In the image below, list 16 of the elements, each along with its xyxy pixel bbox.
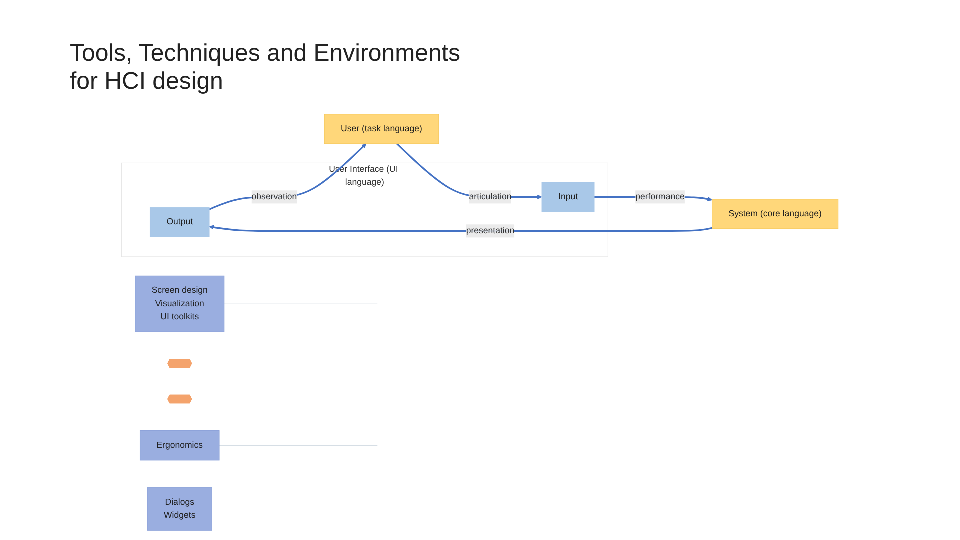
node-box: Ergonomics [140, 430, 220, 461]
connector [219, 445, 378, 446]
edge-label: observation [252, 192, 298, 202]
node-box: Screen design Visualization UI toolkits [135, 276, 225, 332]
node-box: System (core language) [712, 199, 839, 230]
node-box: User (task language) [324, 114, 440, 144]
connector [212, 508, 378, 510]
arrow [209, 225, 712, 232]
node-box: Output [150, 207, 210, 238]
node-box: Input [542, 182, 595, 212]
edge-label: performance [636, 192, 685, 202]
slide-title: Tools, Techniques and Environments for HCI design [70, 40, 462, 96]
edge-label: presentation [466, 226, 515, 236]
arrow [209, 144, 367, 210]
node-box: Dialogs Widgets [147, 488, 212, 531]
edge-label: articulation [469, 192, 512, 202]
